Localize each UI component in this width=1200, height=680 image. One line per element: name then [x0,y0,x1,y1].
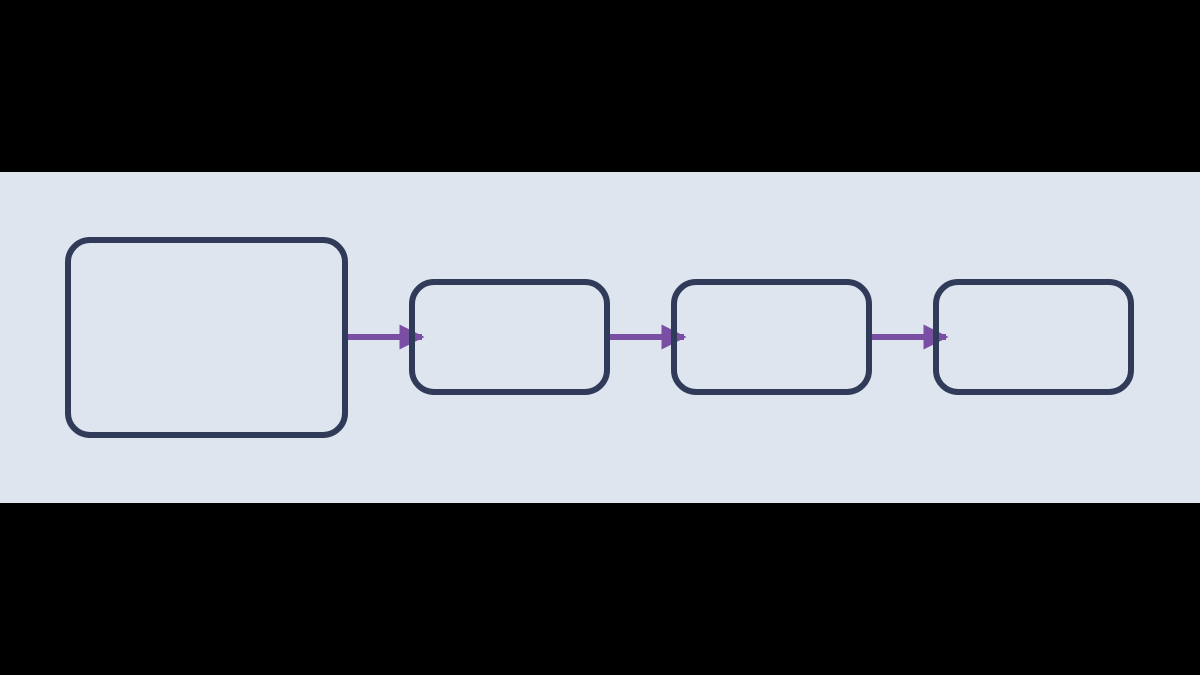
letterbox-top [0,0,1200,172]
node-step-3[interactable] [933,279,1134,395]
node-start[interactable] [65,237,348,438]
diagram-canvas [0,172,1200,503]
node-step-1[interactable] [409,279,610,395]
node-step-2[interactable] [671,279,872,395]
nodes [65,237,1134,438]
letterbox-bottom [0,503,1200,675]
